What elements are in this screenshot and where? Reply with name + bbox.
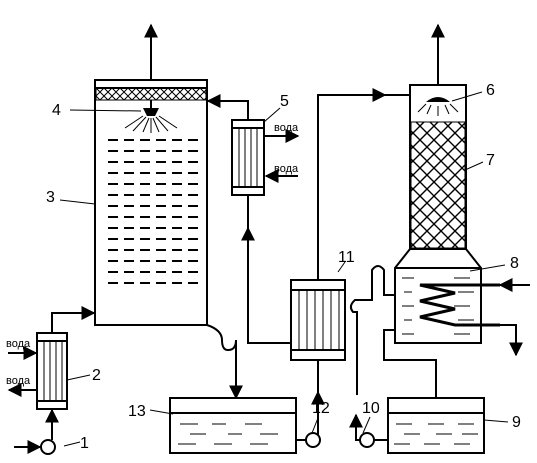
scrubber-column bbox=[94, 23, 208, 326]
pump-12 bbox=[305, 432, 321, 448]
desorber-column bbox=[394, 23, 530, 357]
label-8: 8 bbox=[510, 255, 519, 272]
sprayer-6-icon bbox=[417, 97, 459, 116]
label-10: 10 bbox=[362, 400, 380, 417]
pump-1 bbox=[14, 408, 59, 455]
label-7: 7 bbox=[486, 152, 495, 169]
label-11: 11 bbox=[338, 249, 355, 266]
label-4: 4 bbox=[52, 102, 61, 119]
label-3: 3 bbox=[46, 189, 55, 206]
water-label-hx2-out: вода bbox=[6, 375, 31, 387]
tank-9 bbox=[387, 397, 485, 454]
pump-10 bbox=[359, 432, 375, 448]
label-5: 5 bbox=[280, 93, 289, 110]
cooler-5 bbox=[231, 119, 300, 196]
coil bbox=[419, 283, 500, 327]
heat-exchanger-11 bbox=[290, 279, 346, 361]
label-9: 9 bbox=[512, 414, 521, 431]
water-label-hx2-in: вода bbox=[6, 338, 31, 350]
label-2: 2 bbox=[92, 367, 101, 384]
packing bbox=[410, 121, 466, 249]
sprayer-icon bbox=[124, 100, 178, 133]
label-13: 13 bbox=[128, 403, 146, 420]
water-label-hx5-in: вода bbox=[274, 163, 299, 175]
top-mesh bbox=[95, 87, 207, 101]
water-label-hx5-out: вода bbox=[274, 122, 299, 134]
label-1: 1 bbox=[80, 435, 89, 452]
leader-lines bbox=[59, 91, 509, 447]
label-6: 6 bbox=[486, 82, 495, 99]
label-12: 12 bbox=[312, 400, 330, 417]
tank-13 bbox=[169, 397, 297, 454]
